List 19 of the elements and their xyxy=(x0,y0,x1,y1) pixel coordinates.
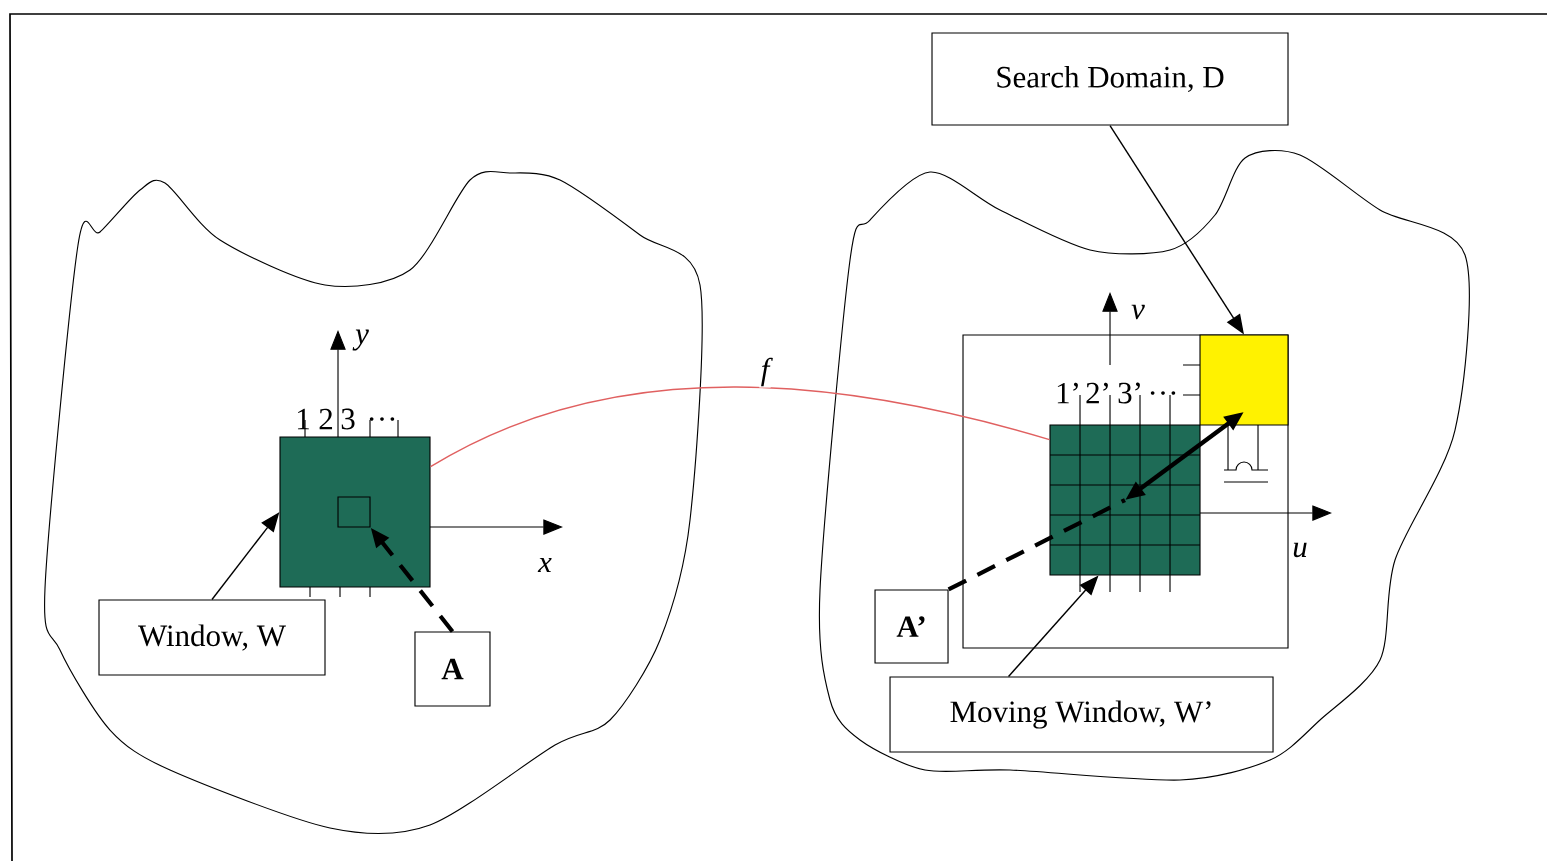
tick-label: 3 xyxy=(341,408,355,430)
edge-label: f xyxy=(761,357,773,387)
target-square xyxy=(1199,334,1289,426)
axis-label: u xyxy=(1293,542,1307,558)
axis-label: x xyxy=(537,557,552,573)
tick-label: 1 xyxy=(298,408,309,430)
point-square xyxy=(337,496,371,528)
label-box: A xyxy=(414,631,491,707)
tick-label: 3’ xyxy=(1118,382,1140,404)
axis-label: y xyxy=(352,329,369,351)
tick-label: 2’ xyxy=(1086,382,1108,404)
tick-label: … xyxy=(1150,391,1176,395)
label-box: Window, W xyxy=(98,599,326,676)
tick-label: … xyxy=(369,417,395,421)
label-box: Search Domain, D xyxy=(931,32,1289,126)
label-box: Moving Window, W’ xyxy=(889,676,1274,753)
label-box: A’ xyxy=(874,589,949,664)
tick-label: 2 xyxy=(319,408,333,430)
axis-label: v xyxy=(1131,304,1145,320)
